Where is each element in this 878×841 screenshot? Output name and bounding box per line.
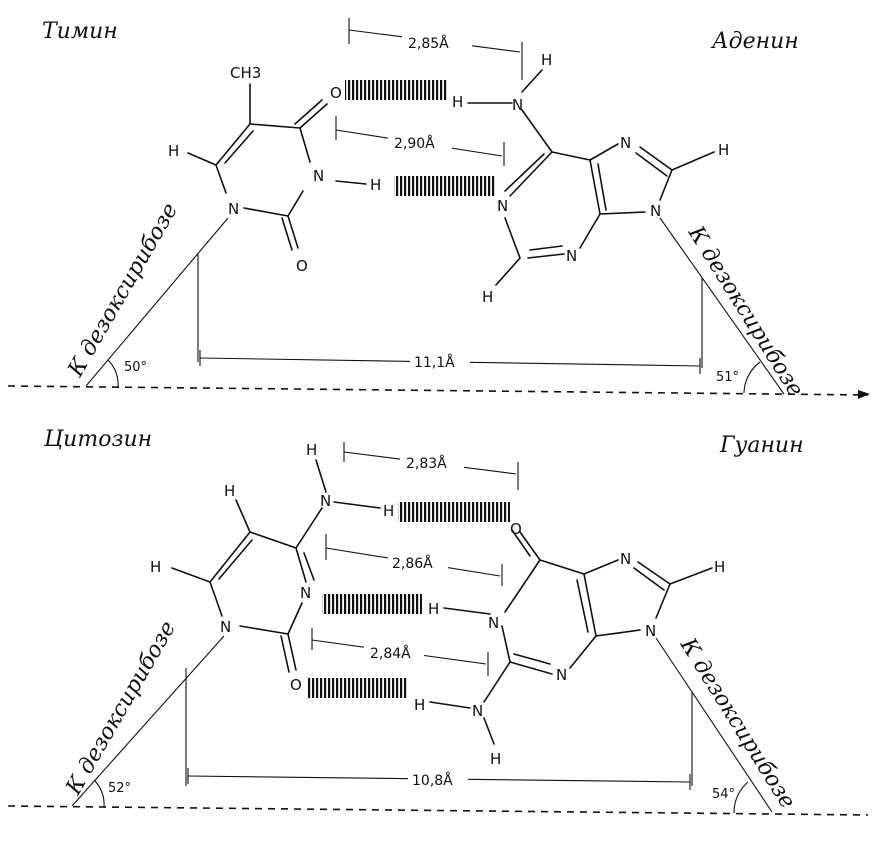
bottom-left-angle-arc bbox=[93, 779, 105, 808]
hbond-n3-h1 bbox=[322, 594, 422, 614]
top-baseline-arrow bbox=[858, 390, 870, 399]
guanine-label: Гуанин bbox=[719, 433, 804, 458]
thymine-h3: H bbox=[370, 176, 381, 194]
guanine-h8: H bbox=[714, 558, 725, 576]
adenine-sugar-label: К дезоксирибозе bbox=[682, 221, 807, 401]
top-baseline bbox=[7, 385, 869, 396]
cytosine-sugar-label: К дезоксирибозе bbox=[61, 617, 181, 800]
thymine-h6: H bbox=[168, 142, 179, 160]
cytosine-guanine-pair: Цитозин Гуанин H H H N H N N O bbox=[7, 427, 869, 816]
thymine-o2: O bbox=[296, 257, 308, 275]
adenine-ring bbox=[467, 69, 715, 286]
cytosine-n4: N bbox=[320, 492, 331, 510]
top-right-angle: 51° bbox=[716, 370, 739, 385]
guanine-n2: N bbox=[472, 702, 483, 720]
bottom-left-angle: 52° bbox=[108, 781, 131, 796]
adenine-n9: N bbox=[650, 202, 661, 220]
cytosine-n3: N bbox=[300, 584, 311, 602]
guanine-ring bbox=[429, 529, 713, 745]
bottom-right-angle: 54° bbox=[712, 787, 735, 802]
adenine-h2: H bbox=[482, 288, 493, 306]
adenine-sugar-bond bbox=[659, 217, 785, 395]
hbond-o4-h6 bbox=[345, 80, 447, 100]
guanine-n7: N bbox=[620, 550, 631, 568]
guanine-sugar-label: К дезоксирибозе bbox=[674, 633, 799, 813]
bottom-distance-3-value: 2,84Å bbox=[370, 645, 411, 662]
top-left-angle-arc bbox=[107, 359, 119, 388]
cytosine-ring bbox=[171, 459, 381, 673]
bottom-distance-1: 2,83Å bbox=[343, 442, 519, 490]
top-distance-2-value: 2,90Å bbox=[394, 135, 435, 152]
cytosine-label: Цитозин bbox=[43, 427, 152, 452]
hbond-h3-n1 bbox=[394, 176, 496, 196]
top-right-angle-arc bbox=[743, 361, 761, 394]
top-width-value: 11,1Å bbox=[414, 354, 455, 371]
cytosine-h4a: H bbox=[306, 441, 317, 459]
adenine-h6b: H bbox=[541, 51, 552, 69]
thymine-adenine-pair: Тимин Аденин CH3 O N H N O H bbox=[7, 18, 870, 401]
guanine-n1: N bbox=[488, 614, 499, 632]
top-width: 11,1Å bbox=[199, 350, 701, 374]
bottom-baseline bbox=[7, 805, 869, 816]
hbond-o2-h2 bbox=[308, 678, 408, 698]
guanine-sugar-bond bbox=[655, 637, 773, 813]
bottom-distance-2-value: 2,86Å bbox=[392, 555, 433, 572]
top-distance-1-value: 2,85Å bbox=[408, 35, 449, 52]
adenine-n1: N bbox=[497, 197, 508, 215]
bottom-right-angle-arc bbox=[733, 781, 749, 814]
adenine-n3: N bbox=[566, 247, 577, 265]
top-left-angle: 50° bbox=[124, 360, 147, 375]
guanine-h1: H bbox=[428, 600, 439, 618]
guanine-o6: O bbox=[510, 520, 522, 538]
thymine-label: Тимин bbox=[42, 19, 118, 44]
guanine-n9: N bbox=[645, 622, 656, 640]
adenine-n7: N bbox=[620, 134, 631, 152]
thymine-n3: N bbox=[313, 167, 324, 185]
hbond-h4-o6 bbox=[398, 502, 510, 522]
thymine-sugar-label: К дезоксирибозе bbox=[63, 199, 183, 382]
methyl-label: CH3 bbox=[230, 64, 261, 82]
cytosine-o2: O bbox=[290, 676, 302, 694]
bottom-distance-1-value: 2,83Å bbox=[406, 455, 447, 472]
bottom-width-value: 10,8Å bbox=[412, 772, 453, 789]
thymine-sugar-bond bbox=[85, 217, 229, 387]
top-distance-2: 2,90Å bbox=[335, 116, 505, 166]
cytosine-h5: H bbox=[224, 482, 235, 500]
guanine-n3: N bbox=[556, 666, 567, 684]
thymine-ring bbox=[187, 83, 367, 251]
adenine-h8: H bbox=[718, 141, 729, 159]
guanine-h2a: H bbox=[414, 696, 425, 714]
thymine-o4: O bbox=[330, 84, 342, 102]
bottom-distance-3: 2,84Å bbox=[311, 628, 489, 676]
adenine-n6: N bbox=[512, 96, 523, 114]
bottom-distance-2: 2,86Å bbox=[325, 534, 503, 586]
cytosine-sugar-bond bbox=[71, 635, 225, 807]
adenine-h6a: H bbox=[452, 93, 463, 111]
cytosine-h6: H bbox=[150, 558, 161, 576]
guanine-h2b: H bbox=[490, 750, 501, 768]
bottom-width: 10,8Å bbox=[187, 768, 691, 790]
thymine-n1: N bbox=[228, 200, 239, 218]
cytosine-n1: N bbox=[220, 618, 231, 636]
top-distance-1: 2,85Å bbox=[348, 18, 523, 80]
adenine-label: Аденин bbox=[710, 29, 799, 54]
cytosine-h4b: H bbox=[383, 502, 394, 520]
